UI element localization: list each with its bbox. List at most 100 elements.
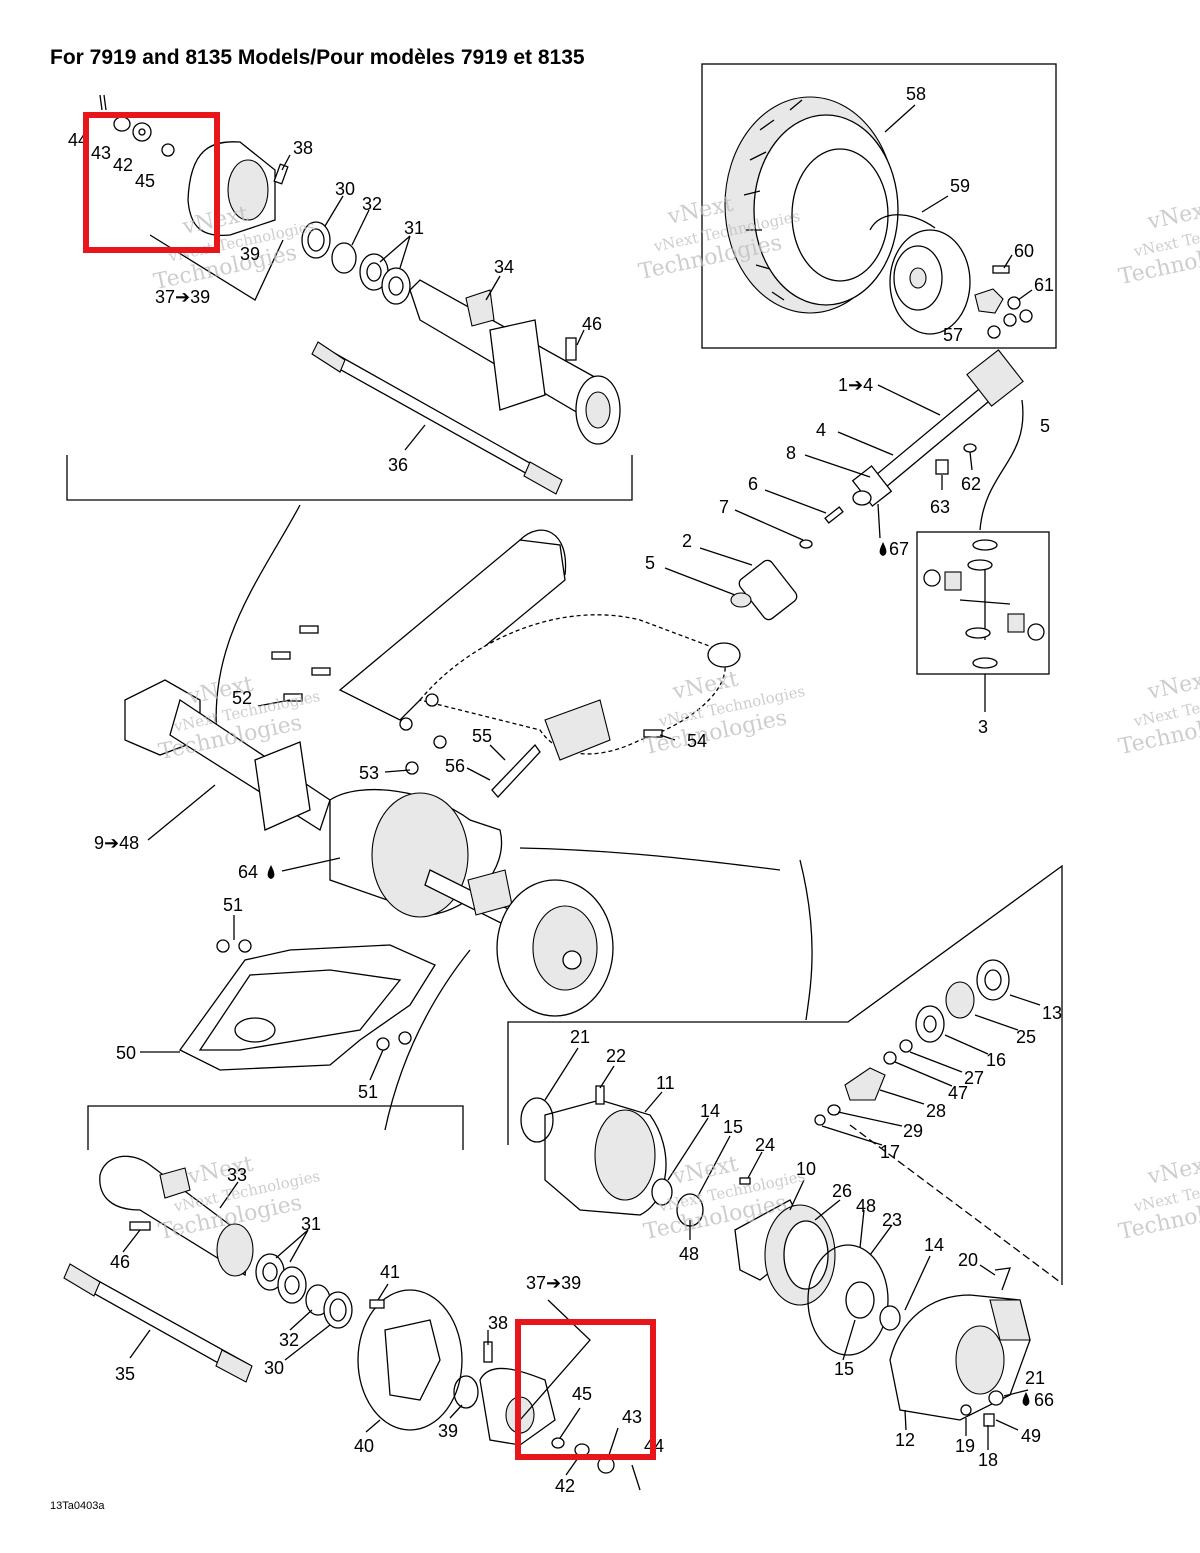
callout-24: 24	[755, 1135, 775, 1155]
ring-45	[161, 143, 175, 157]
leader-lower-axle	[384, 949, 471, 1131]
tire	[724, 96, 899, 314]
diagram-title: For 7919 and 8135 Models/Pour modèles 79…	[50, 46, 585, 69]
bearings-31a	[359, 253, 411, 305]
callout-5b: 5	[645, 553, 655, 573]
rear-axle-housing	[124, 679, 591, 966]
callout-56: 56	[445, 756, 465, 776]
upper-hub	[187, 141, 276, 237]
callout-19: 19	[955, 1436, 975, 1456]
ring-45b	[551, 1437, 565, 1449]
leader-upper-axle	[215, 504, 301, 761]
callout-63: 63	[930, 497, 950, 517]
bearings-31b	[255, 1253, 307, 1304]
washer-42	[132, 122, 152, 142]
vent-fitting-20	[994, 1267, 1011, 1291]
callout-32b: 32	[279, 1330, 299, 1350]
callout-21b: 21	[1025, 1368, 1045, 1388]
callout-28: 28	[926, 1101, 946, 1121]
swing-arm	[338, 529, 741, 761]
callout-52: 52	[232, 688, 252, 708]
brake-disc-40	[357, 1289, 463, 1431]
assembly-axis	[849, 1124, 1061, 1283]
bolt-54	[643, 729, 663, 738]
nuts-51	[216, 939, 412, 1051]
callout-11: 11	[656, 1073, 675, 1093]
wheel-nuts	[987, 296, 1033, 339]
callout-51: 51	[223, 895, 243, 915]
plug-21b	[988, 1390, 1004, 1406]
callout-4: 4	[816, 420, 826, 440]
callout-17: 17	[880, 1142, 900, 1162]
leader-37-39-upper	[149, 234, 284, 301]
callout-25: 25	[1016, 1027, 1036, 1047]
sleeve-8	[852, 490, 872, 506]
callout-36: 36	[388, 455, 408, 475]
u-joint-detail-frame	[916, 531, 1050, 675]
cotter-pin-44b	[631, 1464, 641, 1491]
upper-axle-bracket	[66, 455, 633, 501]
callout-5: 5	[1040, 416, 1050, 436]
brake-disc-upper	[496, 879, 614, 1017]
bolt-46b	[129, 1221, 151, 1231]
callout-59: 59	[950, 176, 970, 196]
leader-ujoint	[979, 399, 1024, 531]
lower-axle-shaft	[63, 1263, 253, 1383]
highlight-box-bottom	[515, 1319, 656, 1460]
callout-37-39b: 37➔39	[526, 1273, 581, 1293]
callout-7: 7	[719, 497, 729, 517]
bolt-6	[824, 506, 844, 524]
callout-20: 20	[958, 1250, 978, 1270]
callout-38b: 38	[488, 1313, 508, 1333]
leader-hub-arrow	[519, 847, 781, 871]
circlip-32a	[331, 242, 357, 274]
seal-30a	[301, 221, 331, 259]
stud-38a	[273, 163, 289, 185]
callout-16: 16	[986, 1050, 1006, 1070]
coupler	[730, 559, 798, 621]
swing-arm-bolts	[271, 625, 331, 702]
callout-31: 31	[404, 218, 424, 238]
callout-21: 21	[570, 1027, 590, 1047]
pinion-bearings	[814, 959, 1010, 1126]
spring-washer	[799, 539, 813, 549]
seal-30b	[323, 1291, 353, 1329]
hub-cap	[974, 288, 1004, 314]
callout-15b: 15	[834, 1359, 854, 1379]
callout-43: 43	[91, 143, 111, 163]
cotter-pin-44	[99, 94, 107, 111]
callout-46b: 46	[110, 1252, 130, 1272]
callout-38: 38	[293, 138, 313, 158]
oil-drop-icon	[1022, 1392, 1030, 1406]
callout-45b: 45	[572, 1384, 592, 1404]
callout-13: 13	[1042, 1003, 1062, 1023]
callout-39b: 39	[438, 1421, 458, 1441]
callout-53: 53	[359, 763, 379, 783]
bumper-55	[491, 743, 541, 798]
callout-48b: 48	[856, 1196, 876, 1216]
leader-lines	[122, 104, 1041, 1476]
upper-axle-shaft	[311, 341, 563, 495]
lower-axle-bracket	[87, 1105, 464, 1150]
ring-gear-26	[764, 1204, 836, 1306]
u-joint	[923, 539, 1045, 669]
callout-10: 10	[796, 1159, 816, 1179]
bolt-46a	[565, 337, 577, 361]
callout-41: 41	[380, 1262, 400, 1282]
callout-39: 39	[240, 244, 260, 264]
skid-plate	[179, 944, 436, 1071]
wheel-stud	[992, 265, 1010, 274]
rim	[869, 214, 971, 335]
callout-labels: 58 59 60 61 57 1➔4 5 4 8 62 63 6 7 67 2 …	[68, 84, 1062, 1496]
callout-67: 67	[889, 539, 909, 559]
callout-6: 6	[748, 474, 758, 494]
pin-24	[739, 1177, 751, 1185]
nuts-53	[399, 693, 447, 775]
callout-45: 45	[135, 171, 155, 191]
callout-40: 40	[354, 1436, 374, 1456]
callout-1-4: 1➔4	[838, 375, 873, 395]
callout-31b: 31	[301, 1214, 321, 1234]
callout-43b: 43	[622, 1407, 642, 1427]
